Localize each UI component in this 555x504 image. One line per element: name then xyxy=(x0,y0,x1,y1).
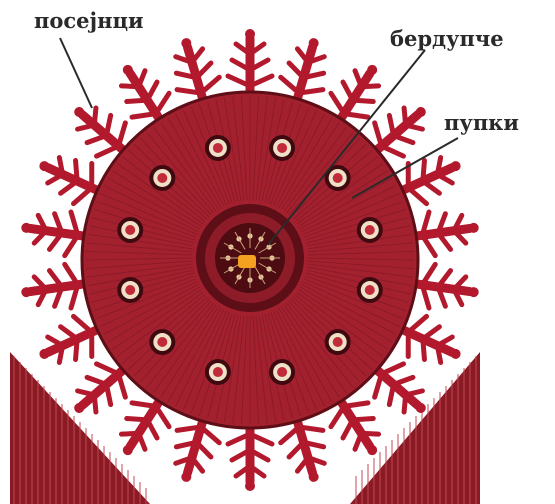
label-berodupche: бердупче xyxy=(390,28,504,49)
label-pupki: пупки xyxy=(444,112,519,133)
leader-line-posejnci xyxy=(60,38,92,108)
berodupche-core xyxy=(238,255,256,268)
label-posejnci: посејнци xyxy=(34,10,144,31)
